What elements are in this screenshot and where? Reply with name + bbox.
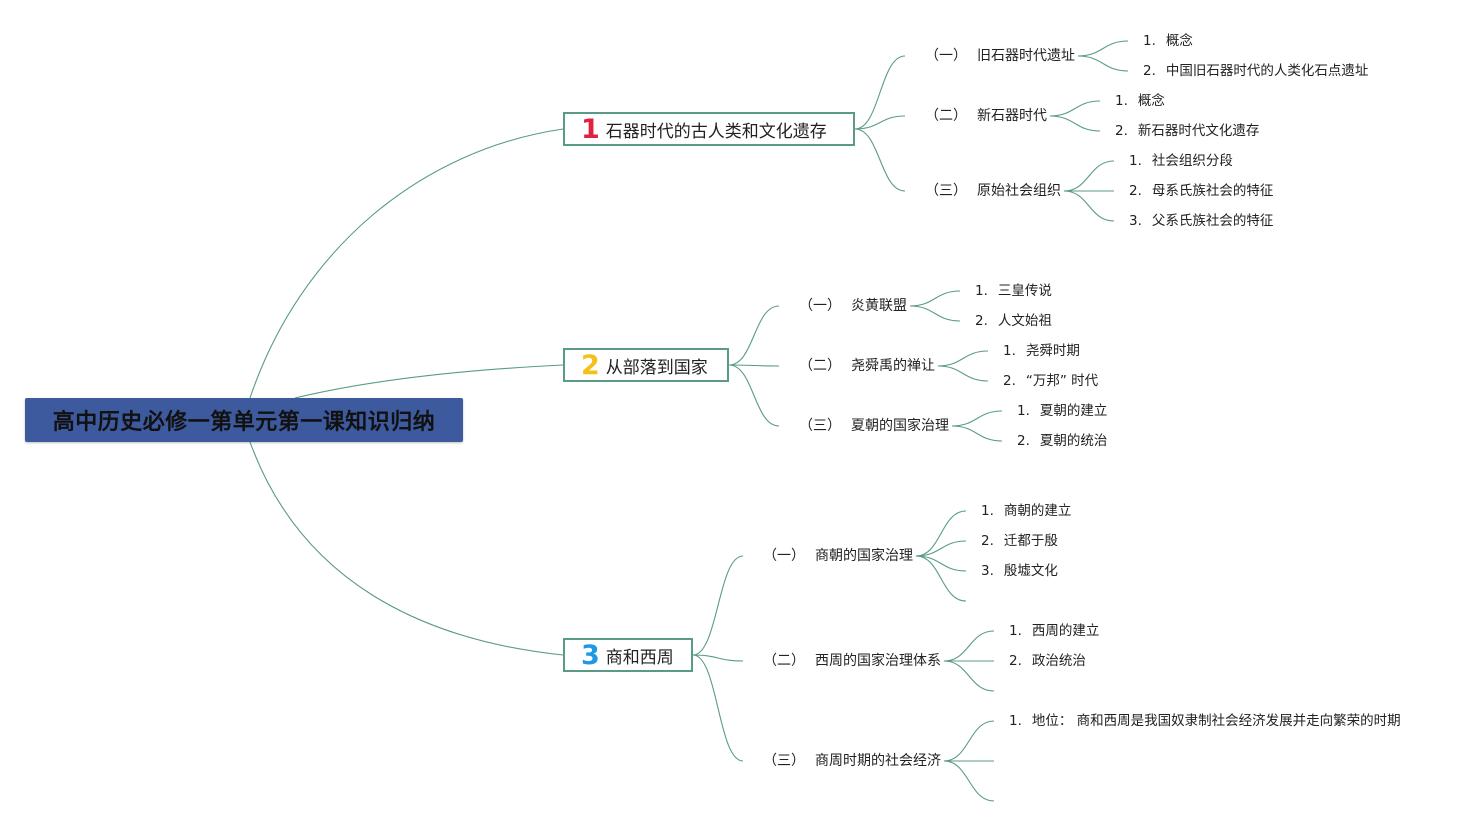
edge-b3s3-leaf-1 <box>943 720 995 762</box>
edge-b2s1-leaf-1 <box>909 290 961 307</box>
leaf-3-1-1[interactable]: 1.商朝的建立 <box>981 503 1072 519</box>
edge-b3s3-leaf-3 <box>943 760 995 802</box>
branch-1-topic[interactable]: 1 石器时代的古人类和文化遗存 <box>563 112 855 146</box>
edge-b1s3-leaf-3 <box>1063 190 1115 222</box>
subtopic-2-2[interactable]: （二）尧舜禹的禅让 <box>799 358 935 374</box>
leaf-2-1-1[interactable]: 1.三皇传说 <box>975 283 1052 299</box>
edge-b1s3-leaf-1 <box>1063 160 1115 192</box>
edge-b3-s2 <box>692 654 744 662</box>
subtopic-1-1[interactable]: （一）旧石器时代遗址 <box>925 48 1075 64</box>
leaf-1-3-3[interactable]: 3.父系氏族社会的特征 <box>1129 213 1274 229</box>
edge-b3s2-leaf-1 <box>943 630 995 662</box>
edge-b3s2-leaf-3 <box>943 660 995 692</box>
edge-b2s3-leaf-2 <box>951 425 1003 442</box>
edge-b2s1-leaf-2 <box>909 305 961 322</box>
leaf-3-1-3[interactable]: 3.殷墟文化 <box>981 563 1058 579</box>
branch-3-topic[interactable]: 3 商和西周 <box>563 638 693 672</box>
subtopic-1-2[interactable]: （二）新石器时代 <box>925 108 1047 124</box>
root-topic-label: 高中历史必修一第单元第一课知识归纳 <box>52 410 436 435</box>
subtopic-3-2[interactable]: （二）西周的国家治理体系 <box>763 653 941 669</box>
edge-b3s1-leaf-3 <box>915 555 967 572</box>
edge-root-branch-3 <box>249 441 564 656</box>
branch-2-label: 从部落到国家 <box>605 357 708 378</box>
leaf-2-2-1[interactable]: 1.尧舜时期 <box>1003 343 1080 359</box>
subtopic-2-1[interactable]: （一）炎黄联盟 <box>799 298 907 314</box>
edge-b1-s3 <box>854 128 906 192</box>
branch-1-label: 石器时代的古人类和文化遗存 <box>605 121 827 142</box>
edge-b3-s3 <box>692 654 744 762</box>
leaf-3-1-2[interactable]: 2.迁都于殷 <box>981 533 1058 549</box>
edge-b2-s1 <box>728 305 780 366</box>
edge-b1s2-leaf-2 <box>1049 115 1101 132</box>
leaf-1-3-1[interactable]: 1.社会组织分段 <box>1129 153 1233 169</box>
edge-b1s2-leaf-1 <box>1049 100 1101 117</box>
leaf-1-2-1[interactable]: 1.概念 <box>1115 93 1165 109</box>
edge-b2-s2 <box>728 364 780 367</box>
leaf-1-2-2[interactable]: 2.新石器时代文化遗存 <box>1115 123 1260 139</box>
edge-b3-s1 <box>692 555 744 656</box>
edge-b3s1-leaf-2 <box>915 540 967 557</box>
leaf-3-2-2[interactable]: 2.政治统治 <box>1009 653 1086 669</box>
branch-3-number: 3 <box>581 639 600 671</box>
edge-b1-s1 <box>854 55 906 130</box>
subtopic-3-1[interactable]: （一）商朝的国家治理 <box>763 548 913 564</box>
leaf-2-2-2[interactable]: 2.“万邦” 时代 <box>1003 373 1099 389</box>
branch-2-number: 2 <box>581 349 600 381</box>
leaf-2-1-2[interactable]: 2.人文始祖 <box>975 313 1052 329</box>
edge-b3s1-leaf-4 <box>915 555 967 602</box>
edge-root-branch-2 <box>294 364 564 399</box>
edge-root-branch-1 <box>249 128 564 399</box>
edge-b3s1-leaf-1 <box>915 510 967 557</box>
leaf-2-3-2[interactable]: 2.夏朝的统治 <box>1017 433 1108 449</box>
edge-b2-s3 <box>728 364 780 427</box>
subtopic-2-3[interactable]: （三）夏朝的国家治理 <box>799 418 949 434</box>
edge-b2s2-leaf-1 <box>937 350 989 367</box>
branch-3-label: 商和西周 <box>605 647 674 668</box>
branch-1-number: 1 <box>581 113 600 145</box>
leaf-2-3-1[interactable]: 1.夏朝的建立 <box>1017 403 1108 419</box>
edge-b2s2-leaf-2 <box>937 365 989 382</box>
leaf-3-3-1[interactable]: 1.地位： 商和西周是我国奴隶制社会经济发展并走向繁荣的时期 <box>1009 713 1401 729</box>
leaf-1-1-1[interactable]: 1.概念 <box>1143 33 1193 49</box>
leaf-3-2-1[interactable]: 1.西周的建立 <box>1009 623 1100 639</box>
edge-b2s3-leaf-1 <box>951 410 1003 427</box>
leaf-1-1-2[interactable]: 2.中国旧石器时代的人类化石点遗址 <box>1143 63 1369 79</box>
branch-2-topic[interactable]: 2 从部落到国家 <box>563 348 729 382</box>
edge-b1-s2 <box>854 115 906 130</box>
leaf-1-3-2[interactable]: 2.母系氏族社会的特征 <box>1129 183 1274 199</box>
edge-b1s1-leaf-2 <box>1077 55 1129 72</box>
subtopic-3-3[interactable]: （三）商周时期的社会经济 <box>763 753 941 769</box>
root-topic[interactable]: 高中历史必修一第单元第一课知识归纳 <box>25 398 463 442</box>
subtopic-1-3[interactable]: （三）原始社会组织 <box>925 183 1061 199</box>
edge-b1s1-leaf-1 <box>1077 40 1129 57</box>
